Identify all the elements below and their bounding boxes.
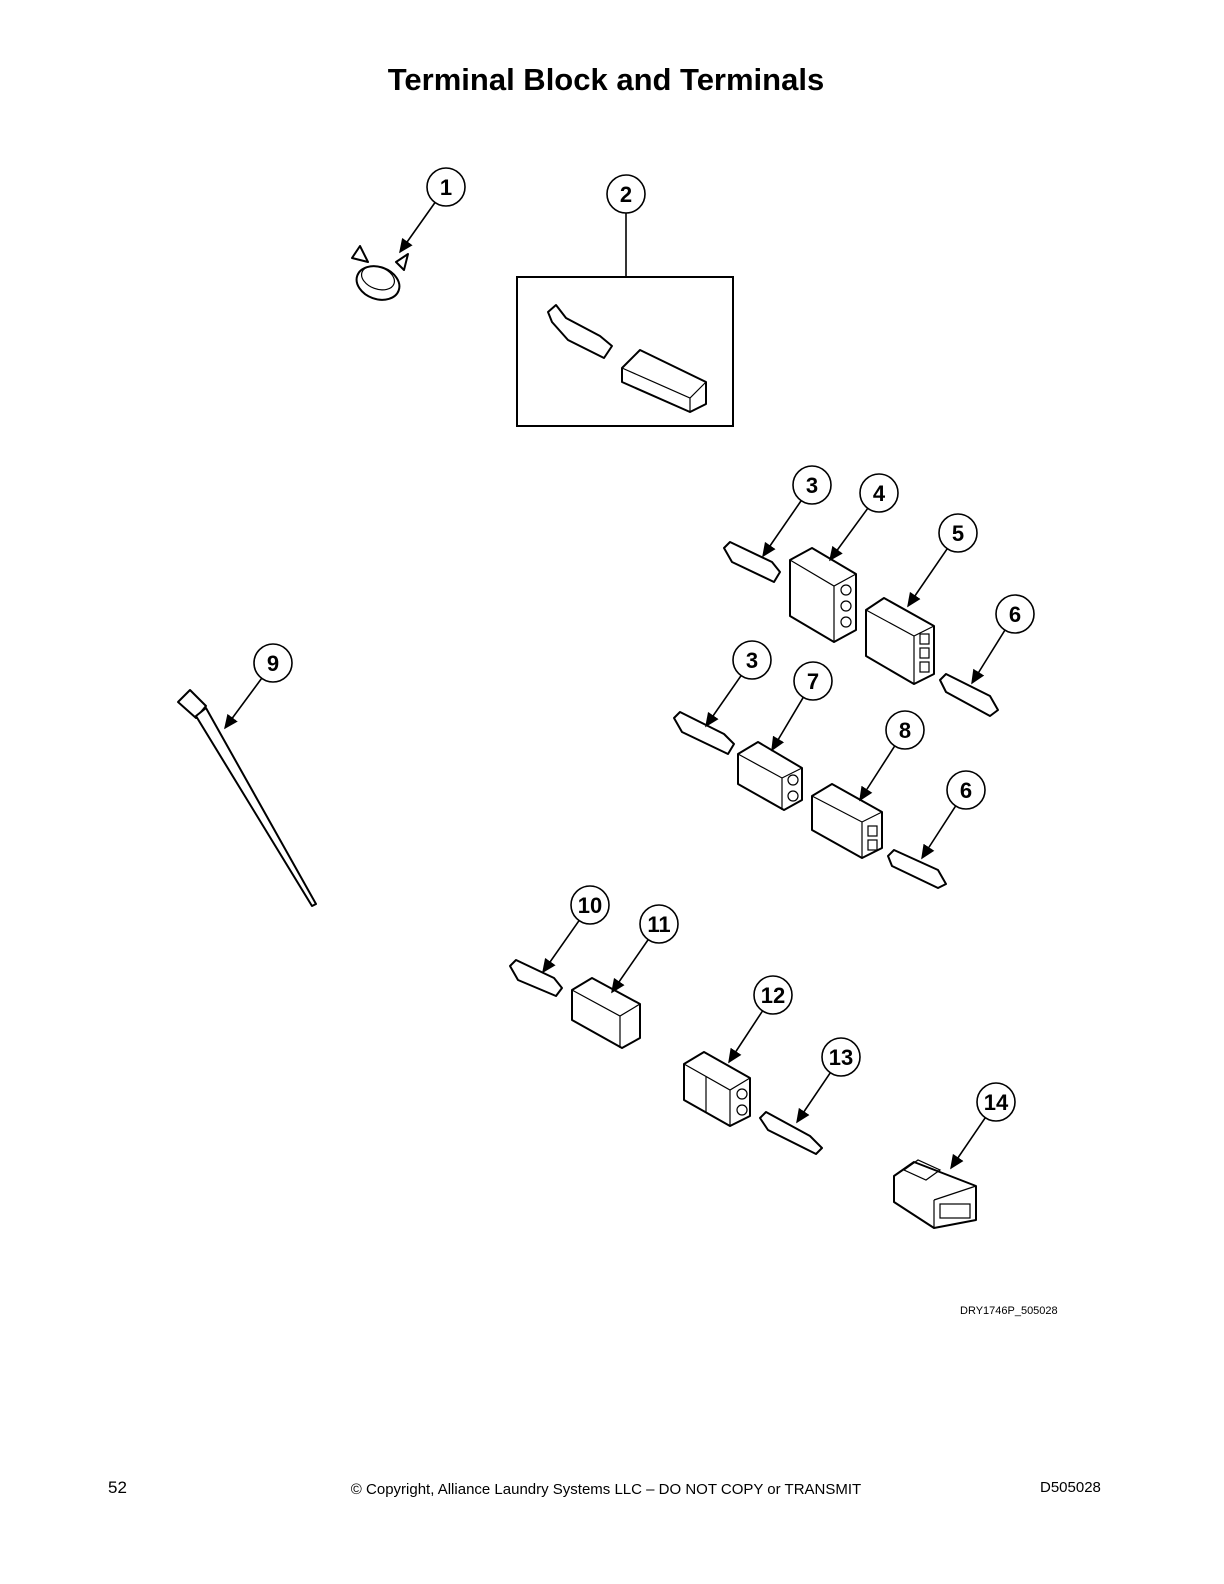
leader-line	[771, 696, 804, 752]
callout-circle	[792, 465, 832, 505]
callout-circle	[253, 643, 293, 683]
leader-line	[907, 548, 948, 608]
callout-13: 13	[796, 1037, 861, 1124]
copyright-notice: © Copyright, Alliance Laundry Systems LL…	[350, 1481, 862, 1498]
document-id: D505028	[1040, 1479, 1101, 1496]
callout-circle	[732, 640, 772, 680]
callout-1: 1	[399, 167, 466, 254]
callout-circle	[976, 1082, 1016, 1122]
callout-circle	[570, 885, 610, 925]
callout-number: 3	[746, 648, 758, 673]
leader-line	[829, 507, 869, 562]
part-clamp	[351, 245, 409, 301]
part-housing-2pin	[737, 741, 803, 811]
leader-line	[224, 677, 263, 730]
part-terminal	[509, 541, 781, 997]
callout-10: 10	[542, 885, 610, 974]
callout-number: 2	[620, 182, 632, 207]
callout-5: 5	[907, 513, 978, 608]
callout-3: 3	[705, 640, 772, 728]
callout-number: 10	[578, 893, 602, 918]
leader-line	[762, 500, 802, 558]
callout-3: 3	[762, 465, 832, 558]
callout-circle	[426, 167, 466, 207]
callout-number: 5	[952, 521, 964, 546]
leader-line	[950, 1117, 986, 1170]
leader-line	[399, 202, 436, 254]
callout-number: 13	[829, 1045, 853, 1070]
callout-11: 11	[611, 904, 679, 994]
callout-8: 8	[859, 710, 925, 802]
leader-line	[542, 920, 580, 974]
callout-circle	[859, 473, 899, 513]
callout-number: 8	[899, 718, 911, 743]
callout-12: 12	[728, 975, 793, 1064]
page-number: 52	[108, 1478, 127, 1497]
callout-circle	[639, 904, 679, 944]
leader-line	[971, 629, 1006, 685]
callout-circle	[946, 770, 986, 810]
part-pin	[759, 1111, 823, 1155]
callout-9: 9	[224, 643, 293, 730]
callout-circle	[938, 513, 978, 553]
callout-circle	[885, 710, 925, 750]
callout-number: 6	[1009, 602, 1021, 627]
callout-2: 2	[606, 174, 646, 277]
callout-4: 4	[829, 473, 899, 562]
callout-14: 14	[950, 1082, 1016, 1170]
part-cable-tie	[177, 689, 317, 907]
page-title: Terminal Block and Terminals	[387, 62, 825, 97]
part-housing-2pin-female	[811, 783, 883, 859]
callout-circle	[606, 174, 646, 214]
part-housing-3pin-female	[865, 597, 935, 685]
part-housing-3pin	[789, 547, 857, 643]
leader-line	[796, 1072, 832, 1124]
part-housing-2pin-small	[571, 977, 641, 1049]
callout-number: 11	[647, 912, 670, 937]
leader-line	[921, 805, 957, 860]
part-kit-box	[516, 276, 734, 427]
leader-line	[705, 675, 742, 728]
callout-number: 9	[267, 651, 279, 676]
leader-line	[859, 745, 896, 802]
callout-6: 6	[971, 594, 1035, 685]
callout-circle	[793, 661, 833, 701]
callout-number: 6	[960, 778, 972, 803]
callout-circle	[995, 594, 1035, 634]
callout-circle	[821, 1037, 861, 1077]
callout-number: 3	[806, 473, 818, 498]
callout-number: 14	[984, 1090, 1009, 1115]
leader-line	[611, 939, 649, 994]
leader-line	[728, 1010, 764, 1064]
callout-number: 7	[807, 669, 819, 694]
callout-number: 4	[873, 481, 886, 506]
callout-number: 12	[761, 983, 785, 1008]
part-connector-block	[893, 1159, 977, 1229]
figure-code: DRY1746P_505028	[960, 1305, 1058, 1317]
callout-6: 6	[921, 770, 986, 860]
callout-circle	[753, 975, 793, 1015]
callout-number: 1	[440, 175, 452, 200]
callout-7: 7	[771, 661, 833, 752]
part-housing-2pin-female-small	[683, 1051, 751, 1127]
part-pin-terminal	[887, 673, 999, 889]
